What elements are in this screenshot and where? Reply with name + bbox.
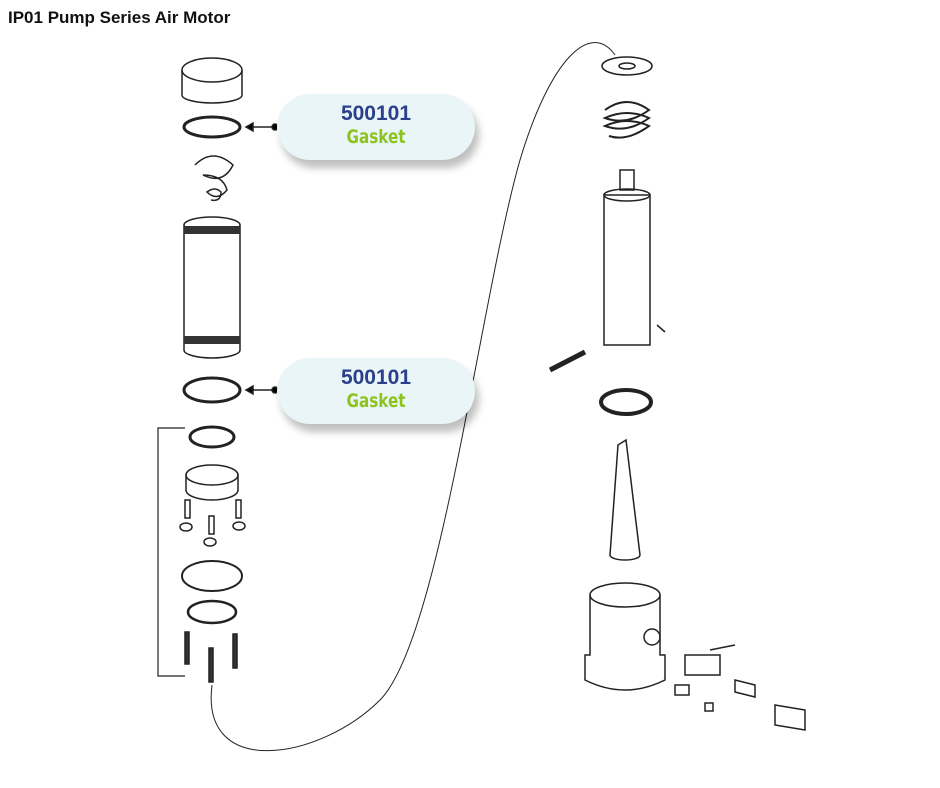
callout-gasket-bottom: 500101 Gasket: [277, 358, 475, 424]
base-plate: [186, 599, 238, 625]
fittings: [674, 644, 806, 731]
connector-line: [210, 42, 616, 752]
spring-right: [602, 101, 651, 139]
cap: [181, 57, 243, 104]
spring-left: [194, 155, 234, 202]
part-number: 500101: [340, 366, 412, 389]
bracket: [157, 427, 185, 677]
part-name: Gasket: [346, 126, 406, 148]
piston: [185, 464, 239, 501]
cone: [609, 438, 641, 561]
plate: [188, 425, 236, 449]
page-title: IP01 Pump Series Air Motor: [8, 8, 231, 27]
callout-arrow-1: [244, 121, 279, 133]
bolts: [184, 631, 238, 683]
part-number: 500101: [340, 102, 412, 125]
callout-arrow-2: [244, 384, 279, 396]
pump-base: [584, 582, 666, 691]
part-name: Gasket: [346, 390, 406, 412]
shaft: [603, 169, 651, 346]
washer: [601, 56, 653, 76]
gasket-top: [182, 115, 242, 139]
pin: [548, 349, 587, 373]
pins: [179, 499, 246, 547]
gasket-bottom: [182, 376, 242, 404]
callout-gasket-top: 500101 Gasket: [277, 94, 475, 160]
cylinder: [183, 216, 241, 359]
seal: [599, 388, 653, 416]
o-ring: [181, 560, 243, 592]
small-pin: [656, 324, 666, 333]
